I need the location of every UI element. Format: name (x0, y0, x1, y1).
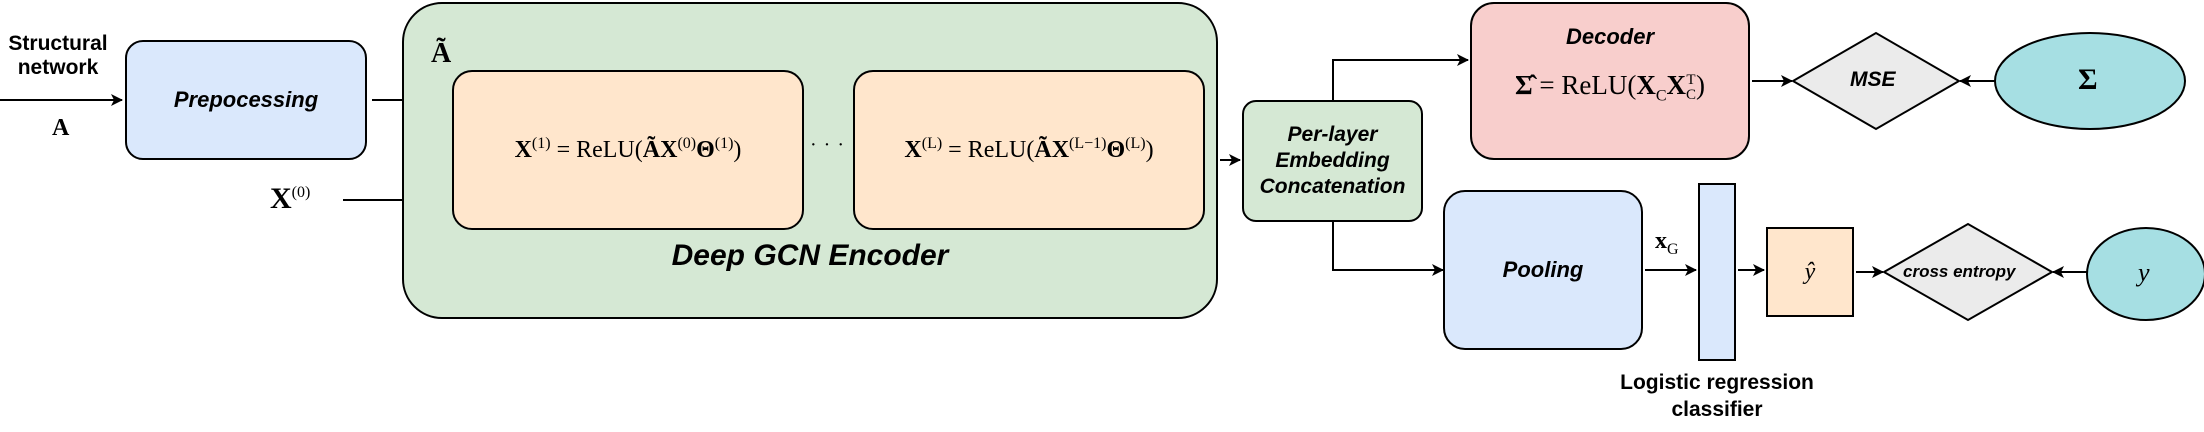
decoder-sigma-hat: Σ̂ (1514, 70, 1533, 100)
a-input-symbol: A (52, 115, 70, 141)
encoder-a-tilde: Ã (431, 38, 452, 69)
decoder-xc: X (1636, 70, 1656, 100)
concat-line3: Concatenation (1259, 175, 1406, 198)
pooling-box: Pooling (1443, 190, 1643, 350)
xg-sub: G (1667, 240, 1679, 258)
layer1-lhs-sup: (1) (531, 134, 551, 152)
structural-network-label: Structural network (2, 32, 114, 80)
concat-line1: Per-layer (1287, 123, 1378, 146)
layerl-close: ) (1145, 136, 1154, 163)
decoder-close: ) (1696, 70, 1706, 100)
layerl-theta-sup: (L) (1125, 134, 1146, 152)
concatenation-box: Per-layer Embedding Concatenation (1242, 100, 1423, 222)
layer1-close: ) (733, 136, 742, 163)
layer1-a: Ã (642, 136, 661, 163)
sigma-target-label: Σ (2078, 63, 2098, 96)
gcn-layer-l-equation: X(L) = ReLU(ÃX(L−1)Θ(L)) (904, 134, 1154, 164)
y-hat-label: ŷ (1804, 258, 1816, 285)
concat-line2: Embedding (1275, 149, 1390, 172)
layerl-a: Ã (1034, 136, 1052, 163)
layerl-lhs-sup: (L) (921, 134, 943, 152)
sigma-target-ellipse (1994, 32, 2186, 130)
layerl-eq: = ReLU( (942, 136, 1035, 163)
layer1-theta-sup: (1) (714, 134, 734, 152)
arrow-concat-to-decoder (1332, 54, 1469, 100)
decoder-title: Decoder (1565, 24, 1655, 49)
gcn-layer-1-box: X(1) = ReLU(ÃX(0)Θ(1)) (452, 70, 804, 230)
layerl-theta: Θ (1106, 136, 1126, 163)
preprocessing-label: Prepocessing (173, 87, 319, 112)
layer1-eq: = ReLU( (550, 136, 643, 163)
layerl-x: X (1051, 136, 1070, 163)
decoder-xct-sub: C (1686, 86, 1697, 103)
xg-label: xG (1655, 228, 1679, 258)
x0-sup: (0) (291, 184, 311, 201)
xg-base: x (1655, 228, 1667, 254)
decoder-xct-sup: T (1686, 71, 1696, 88)
structural-network-line1: Structural (8, 32, 108, 55)
layer1-x: X (660, 136, 678, 163)
layer1-lhs: X (514, 136, 532, 163)
y-target-label: y (2138, 258, 2150, 287)
decoder-xct: X (1666, 70, 1687, 100)
layer1-x-sup: (0) (677, 134, 697, 152)
x0-base: X (270, 182, 292, 215)
structural-network-line2: network (17, 56, 99, 79)
layer-ellipsis: · · · · (810, 134, 859, 156)
decoder-eq: = ReLU( (1532, 70, 1637, 100)
y-hat-box: ŷ (1766, 227, 1854, 317)
pooling-label: Pooling (1502, 257, 1584, 282)
classifier-label: Logistic regression classifier (1587, 369, 1847, 423)
mse-diamond (1791, 31, 1961, 131)
preprocessing-box: Prepocessing (125, 40, 367, 160)
y-target-ellipse (2086, 227, 2204, 321)
layerl-lhs: X (904, 136, 922, 163)
layerl-x-sup: (L−1) (1069, 134, 1107, 152)
classifier-line1: Logistic regression (1620, 371, 1814, 394)
encoder-title: Deep GCN Encoder (671, 239, 949, 272)
decoder-xc-sub: C (1655, 87, 1667, 105)
logistic-regression-bar (1698, 183, 1736, 361)
cross-entropy-label: cross entropy (1903, 262, 2016, 281)
classifier-line2: classifier (1671, 398, 1763, 421)
layer1-theta: Θ (696, 136, 715, 163)
mse-label: MSE (1850, 68, 1896, 91)
gcn-layer-l-box: X(L) = ReLU(ÃX(L−1)Θ(L)) (853, 70, 1205, 230)
x0-input-symbol: X(0) (270, 182, 310, 216)
gcn-layer-1-equation: X(1) = ReLU(ÃX(0)Θ(1)) (514, 134, 742, 164)
arrow-concat-to-pooling (1332, 222, 1444, 276)
cross-entropy-diamond (1881, 222, 2055, 322)
